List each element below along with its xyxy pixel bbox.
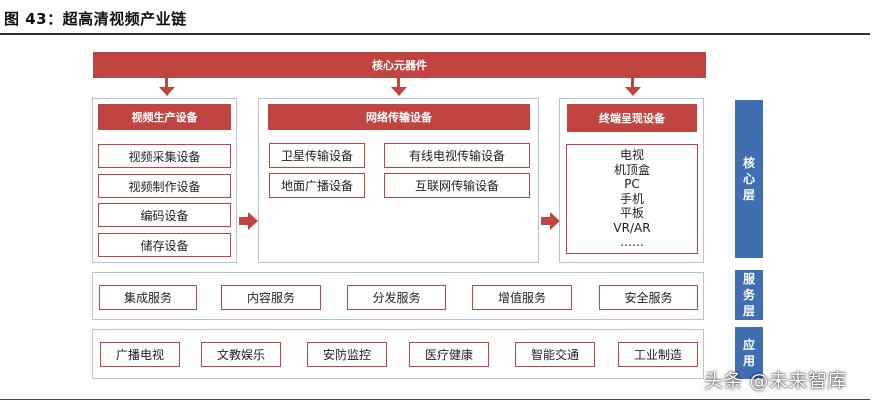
application-item: 广播电视 (100, 342, 180, 367)
service-item: 安全服务 (599, 285, 698, 310)
terminal-device: VR/AR (613, 220, 651, 235)
core-layer-char: 核 (743, 156, 756, 170)
application-layer-char: 用 (743, 354, 756, 368)
transmission-item: 卫星传输设备 (269, 143, 365, 168)
terminal-header: 终端呈现设备 (567, 104, 697, 132)
service-layer-label: 服 务 层 (735, 270, 763, 320)
production-header: 视频生产设备 (98, 104, 231, 130)
arrow-right-1-shaft (239, 217, 249, 225)
watermark-text: 头条 @未来智库 (704, 370, 848, 392)
terminal-device: 平板 (619, 206, 644, 221)
applications-panel (92, 329, 704, 379)
production-item: 储存设备 (98, 233, 231, 257)
core-layer-label: 核 心 层 (735, 100, 763, 258)
arrow-right-2-head (550, 212, 560, 230)
arrow-down-terminal-head (625, 87, 641, 96)
core-layer-char: 心 (743, 172, 756, 186)
application-item: 智能交通 (515, 342, 595, 367)
figure-title: 图 43：超高清视频产业链 (4, 10, 187, 28)
production-item: 视频制作设备 (98, 174, 231, 198)
terminal-device: …… (620, 235, 644, 250)
arrow-right-1-head (248, 212, 258, 230)
application-item: 文教娱乐 (201, 342, 281, 367)
arrow-down-production-shaft (165, 78, 168, 88)
terminal-header-label: 终端呈现设备 (599, 112, 665, 125)
application-item: 工业制造 (618, 342, 698, 367)
terminal-device-list: 电视 机顶盒 PC 手机 平板 VR/AR …… (566, 144, 698, 254)
service-layer-char: 务 (743, 288, 756, 302)
application-layer-char: 应 (743, 338, 756, 352)
application-item: 医疗健康 (409, 342, 489, 367)
production-item: 编码设备 (98, 203, 231, 227)
service-item: 集成服务 (99, 285, 197, 310)
production-header-label: 视频生产设备 (131, 111, 198, 124)
terminal-device: 机顶盒 (613, 162, 650, 177)
terminal-device: PC (624, 177, 640, 192)
arrow-down-production-head (159, 87, 175, 96)
application-item: 安防监控 (307, 342, 387, 367)
terminal-device: 电视 (619, 148, 644, 163)
title-rule (0, 33, 870, 35)
arrow-down-transmission-head (391, 87, 407, 96)
core-components-bar: 核心元器件 (93, 52, 706, 78)
service-item: 增值服务 (472, 285, 572, 310)
transmission-item: 有线电视传输设备 (384, 143, 530, 168)
arrow-down-transmission-shaft (397, 78, 400, 88)
service-layer-char: 服 (743, 272, 756, 286)
arrow-down-terminal-shaft (631, 78, 634, 88)
service-item: 内容服务 (221, 285, 321, 310)
transmission-header-label: 网络传输设备 (366, 111, 432, 124)
transmission-item: 互联网传输设备 (384, 173, 530, 198)
service-item: 分发服务 (347, 285, 446, 310)
core-components-label: 核心元器件 (372, 59, 427, 72)
application-layer-label: 应 用 (735, 327, 763, 379)
transmission-header: 网络传输设备 (268, 104, 530, 130)
transmission-item: 地面广播设备 (269, 173, 365, 198)
core-layer-char: 层 (743, 188, 756, 202)
bottom-rule (0, 399, 870, 400)
terminal-device: 手机 (619, 191, 644, 206)
production-item: 视频采集设备 (98, 144, 231, 168)
service-layer-char: 层 (743, 304, 756, 318)
arrow-right-2-shaft (541, 217, 551, 225)
